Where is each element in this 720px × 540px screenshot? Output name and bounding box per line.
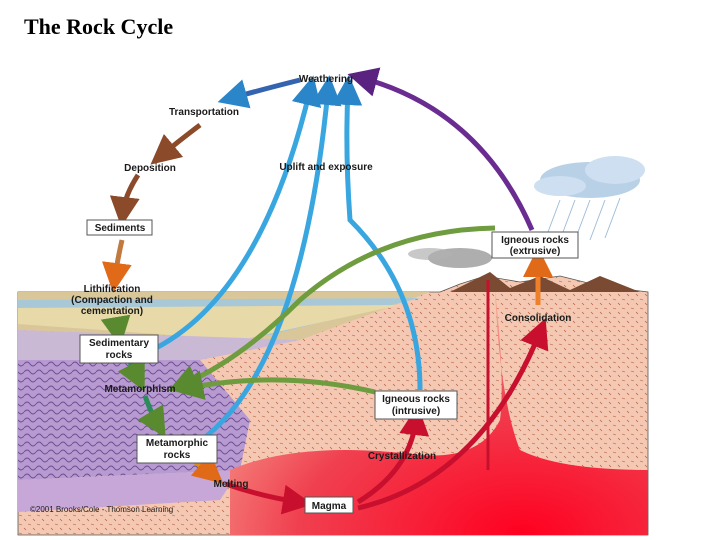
magma-box [304,496,354,514]
extrusive-weathering-arrow [347,67,535,231]
label-lithification: Lithification [84,284,141,295]
label-sedimentary-2: rocks [106,350,133,361]
label-melting: Melting [214,479,249,490]
label-igneous-intrusive-1: Igneous rocks [382,394,450,405]
label-crystallization: Crystallization [368,451,436,462]
label-igneous-intrusive-2: (intrusive) [392,406,440,417]
igneous-extrusive-box [491,231,579,259]
label-magma: Magma [312,501,347,512]
label-sedimentary-1: Sedimentary [89,338,149,349]
label-lithification-detail-2: cementation) [81,306,143,317]
label-igneous-extrusive-2: (extrusive) [510,246,561,257]
sediments-box [86,219,153,236]
sedimentary-rocks-box [79,334,159,364]
igneous-intrusive-box [374,390,458,420]
magma-arrows [225,280,549,515]
label-igneous-extrusive-1: Igneous rocks [501,235,569,246]
label-metamorphism: Metamorphism [104,384,175,395]
label-metamorphic-2: rocks [164,450,191,461]
label-sediments: Sediments [95,223,146,234]
label-consolidation: Consolidation [505,313,572,324]
uplift-arrows [146,75,423,451]
diagram-title: The Rock Cycle [24,14,174,39]
label-transportation: Transportation [169,107,239,118]
copyright-text: ©2001 Brooks/Cole - Thomson Learning [30,505,173,514]
label-deposition: Deposition [124,163,176,174]
label-uplift: Uplift and exposure [279,162,373,173]
label-weathering: Weathering [299,74,353,85]
label-metamorphic-1: Metamorphic [146,438,209,449]
label-lithification-detail-1: (Compaction and [71,295,153,306]
metamorphism-arrows [168,225,496,400]
metamorphic-rocks-box [136,434,218,464]
